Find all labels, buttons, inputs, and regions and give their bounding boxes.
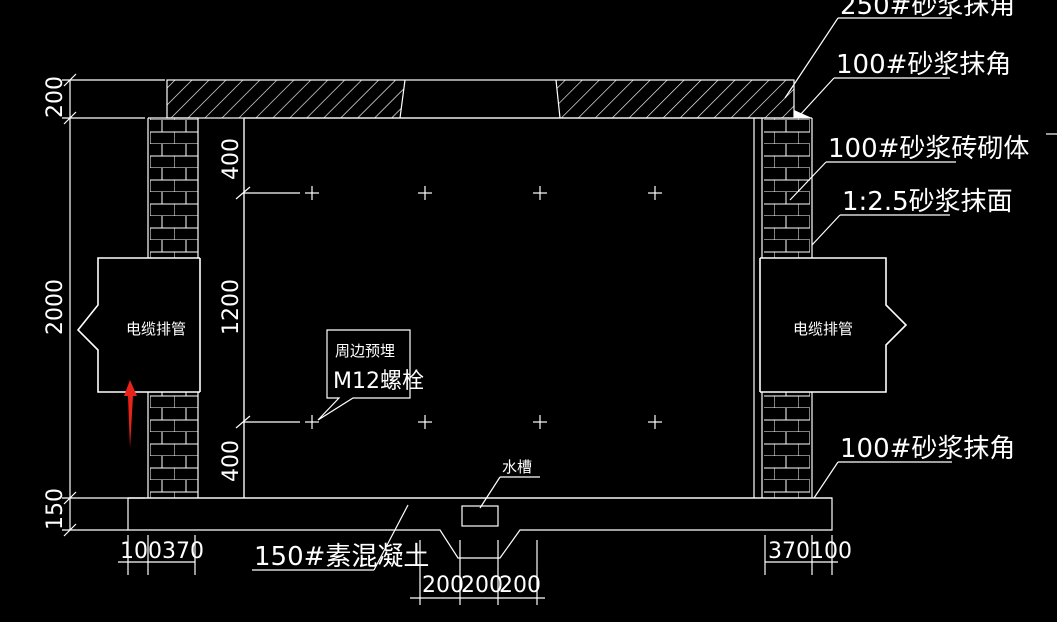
bolt-callout: 周边预埋 M12螺栓 xyxy=(317,329,424,421)
left-wall xyxy=(147,117,245,498)
dim-base: 150 xyxy=(43,488,68,530)
annotation-top-cut: 250#砂浆抹角 xyxy=(784,0,1015,99)
annotation-mortar-corner-bottom: 100#砂浆抹角 xyxy=(813,434,1015,499)
dim-left-bottom: 100370 xyxy=(120,539,204,564)
annotation-concrete-text: 150#素混凝土 xyxy=(254,542,429,572)
dim-trench-a: 200 xyxy=(422,573,464,598)
dim-wall-height: 2000 xyxy=(43,279,68,335)
annotation-plaster-text: 1:2.5砂浆抹面 xyxy=(842,187,1013,217)
annotation-water-trough-text: 水槽 xyxy=(502,458,532,476)
cable-pipe-right-label: 电缆排管 xyxy=(793,320,853,338)
base-slab xyxy=(127,497,833,559)
annotation-plaster: 1:2.5砂浆抹面 xyxy=(811,187,1013,246)
annotation-mortar-corner-top-text: 100#砂浆抹角 xyxy=(836,50,1011,80)
dim-lower: 400 xyxy=(219,440,244,482)
dim-trench-c: 200 xyxy=(499,573,541,598)
bolt-markers xyxy=(244,186,662,429)
annotation-water-trough: 水槽 xyxy=(479,458,540,509)
annotation-mortar-corner-bottom-text: 100#砂浆抹角 xyxy=(840,434,1015,464)
bottom-left-dimension: 100370 xyxy=(118,535,204,575)
top-slab xyxy=(166,79,795,119)
dim-top-slab: 200 xyxy=(43,76,68,118)
inner-dimension-chain: 400 1200 400 xyxy=(219,118,251,498)
dim-trench-b: 200 xyxy=(461,573,503,598)
annotation-top-cut-text: 250#砂浆抹角 xyxy=(840,0,1015,21)
dim-middle: 1200 xyxy=(219,279,244,335)
left-dimension-chain: 200 2000 150 xyxy=(43,73,165,537)
bolt-callout-line2: M12螺栓 xyxy=(333,369,424,394)
bottom-right-dimension: 370100 xyxy=(764,535,852,575)
cable-pipe-left-label: 电缆排管 xyxy=(126,320,186,338)
annotation-concrete: 150#素混凝土 xyxy=(252,504,429,572)
dim-right-bottom: 370100 xyxy=(768,539,852,564)
bolt-callout-line1: 周边预埋 xyxy=(335,342,395,360)
annotation-brick-text: 100#砂浆砖砌体 xyxy=(828,134,1029,164)
annotation-mortar-corner-top: 100#砂浆抹角 xyxy=(799,50,1011,116)
cable-pipe-left: 电缆排管 xyxy=(76,257,201,393)
red-arrow xyxy=(124,380,137,448)
right-wall xyxy=(244,110,813,498)
dim-upper: 400 xyxy=(219,138,244,180)
cable-pipe-right: 电缆排管 xyxy=(759,257,908,393)
annotation-brick: 100#砂浆砖砌体 xyxy=(789,134,1029,201)
trench-dimension: 200 200 200 xyxy=(410,540,545,605)
